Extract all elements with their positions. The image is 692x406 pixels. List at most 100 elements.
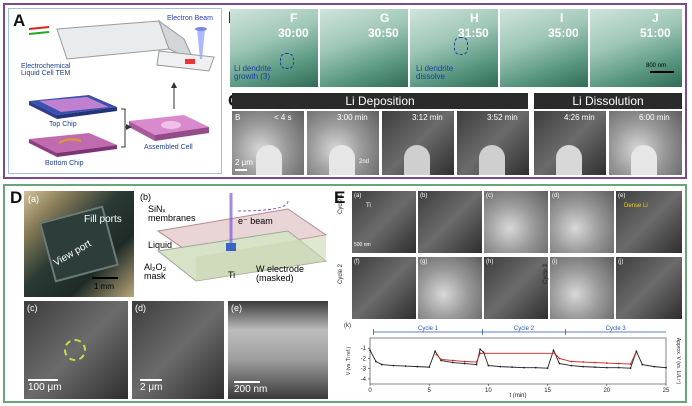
scale-bar-d-c bbox=[28, 379, 58, 381]
frame-e-e-label: (e) bbox=[618, 193, 626, 199]
panel-e-images: (a) Ti 500 nm (b) (c) (d) (e) Dense Li (… bbox=[352, 191, 682, 321]
series-1-point-4 bbox=[404, 365, 407, 368]
label-bottom-chip: Bottom Chip bbox=[45, 160, 84, 167]
bottom-figure-frame bbox=[3, 184, 687, 403]
scale-bar-b bbox=[650, 71, 674, 73]
frame-c1: B < 4 s 2 μm bbox=[232, 111, 304, 175]
frame-c2-time: 3:00 min bbox=[337, 113, 368, 122]
series-2-point-14 bbox=[634, 353, 637, 356]
panel-d-a-label: (a) bbox=[28, 194, 39, 204]
frame-g-time: 30:50 bbox=[368, 26, 399, 40]
frame-f-time: 30:00 bbox=[278, 26, 309, 40]
panel-d-c-sem: (c) 100 μm bbox=[24, 301, 128, 399]
series-1-point-28 bbox=[635, 350, 638, 353]
panel-d-b-label: (b) bbox=[140, 192, 151, 202]
series-1-point-29 bbox=[641, 363, 644, 366]
label-ebeam: e⁻ beam bbox=[238, 216, 273, 226]
cycle-1-side-label: Cycle 1 bbox=[338, 193, 344, 214]
x-axis-label: t (min) bbox=[510, 393, 527, 398]
frame-i: I 35:00 bbox=[500, 9, 588, 87]
panel-d-b-schematic: (b) SiNₓ membranes e⁻ beam Liquid Al₂O₃ … bbox=[138, 191, 328, 297]
cycle-label-2: Cycle 2 bbox=[514, 326, 535, 332]
series-1-point-19 bbox=[546, 367, 549, 370]
y-tick-label--3: -3 bbox=[361, 367, 367, 373]
series-1-point-18 bbox=[534, 366, 537, 369]
series-2-point-13 bbox=[629, 363, 632, 365]
scale-bar-d-d-label: 2 μm bbox=[140, 382, 163, 393]
annot-dendrite-dissolve: Li dendrite dissolve bbox=[416, 64, 454, 82]
series-1-point-5 bbox=[416, 365, 419, 368]
panel-d-label: D bbox=[10, 188, 23, 207]
x-tick-label-5: 5 bbox=[428, 388, 432, 394]
series-1-point-7 bbox=[434, 350, 437, 353]
liquid-cell-schematic bbox=[28, 19, 215, 157]
frame-e-g-label: (g) bbox=[420, 259, 428, 265]
header-li-dissolution: Li Dissolution bbox=[534, 93, 682, 109]
scale-bar-c-label: 2 μm bbox=[235, 158, 253, 167]
frame-e-i: (i) bbox=[550, 257, 614, 319]
frame-e-a-scale: 500 nm bbox=[354, 242, 371, 248]
frame-c6-time: 6:00 min bbox=[639, 113, 670, 122]
series-1-point-31 bbox=[665, 366, 667, 369]
panel-d-a-photo: (a) Fill ports View port 1 mm bbox=[24, 191, 134, 297]
scale-bar-b-label: 800 nm bbox=[646, 63, 667, 69]
series-2-point-4 bbox=[475, 361, 478, 363]
panel-d-d-sem: (d) 2 μm bbox=[132, 301, 224, 399]
y-tick-label--1: -1 bbox=[361, 346, 367, 352]
label-top-chip: Top Chip bbox=[49, 121, 77, 128]
series-1-point-0 bbox=[369, 349, 371, 352]
electron-beam-cone bbox=[197, 29, 205, 59]
panel-a-label: A bbox=[13, 11, 26, 30]
frame-e-c: (c) bbox=[484, 191, 548, 253]
series-1-point-12 bbox=[479, 348, 482, 351]
series-1-point-1 bbox=[375, 360, 377, 363]
label-w-electrode: W electrode (masked) bbox=[256, 264, 305, 284]
panel-c-strip: B < 4 s 2 μm 3:00 min 2nd 3:12 min 3:52 … bbox=[232, 111, 682, 175]
series-1-point-20 bbox=[552, 349, 555, 352]
frame-h: H 31:50 Li dendrite dissolve bbox=[410, 9, 498, 87]
frame-e-g: (g) bbox=[418, 257, 482, 319]
panel-d-e-label: (e) bbox=[231, 303, 242, 313]
cycle-label-1: Cycle 1 bbox=[418, 326, 439, 332]
series-1-point-16 bbox=[511, 366, 513, 369]
frame-i-time: 35:00 bbox=[548, 26, 579, 40]
series-2-point-6 bbox=[553, 352, 556, 355]
frame-e-j: (j) bbox=[616, 257, 682, 319]
series-2-point-1 bbox=[440, 358, 442, 361]
series-1-point-24 bbox=[594, 366, 596, 369]
scale-bar-d-e bbox=[234, 381, 260, 383]
series-2-point-10 bbox=[594, 361, 596, 364]
frame-j-letter: J bbox=[652, 11, 659, 25]
series-1-point-26 bbox=[617, 366, 620, 369]
y-axis-label: V (vs. Ti ref.) bbox=[346, 347, 352, 376]
frame-e-e: (e) Dense Li bbox=[616, 191, 682, 253]
series-1-point-27 bbox=[629, 367, 632, 370]
frame-e-b: (b) bbox=[418, 191, 482, 253]
frame-c1-time: < 4 s bbox=[274, 113, 292, 122]
frame-j-time: 51:00 bbox=[640, 26, 671, 40]
frame-j: J 51:00 800 nm bbox=[590, 9, 682, 87]
series-2-point-9 bbox=[582, 361, 585, 363]
x-tick-label-25: 25 bbox=[663, 388, 670, 394]
series-1-point-30 bbox=[653, 365, 656, 368]
label-assembled-cell: Assembled Cell bbox=[144, 144, 193, 151]
frame-e-a-ti: Ti bbox=[366, 203, 371, 209]
frame-e-i-label: (i) bbox=[552, 259, 558, 265]
series-1-point-21 bbox=[558, 362, 561, 365]
series-1-point-23 bbox=[582, 365, 585, 368]
chart-plot-frame bbox=[369, 337, 667, 385]
frame-e-a-label: (a) bbox=[354, 193, 362, 199]
frame-e-e-overlay: Dense Li bbox=[624, 203, 648, 209]
frame-c4-time: 3:52 min bbox=[487, 113, 518, 122]
cycle-3-side-label: Cycle 3 bbox=[543, 263, 549, 284]
label-liquid: Liquid bbox=[148, 240, 173, 250]
frame-f-letter: F bbox=[290, 11, 298, 25]
frame-g-letter: G bbox=[380, 11, 390, 25]
series-2-point-8 bbox=[570, 360, 573, 363]
scale-bar-d-e-label: 200 nm bbox=[234, 384, 268, 395]
series-2-point-11 bbox=[605, 362, 608, 364]
header-li-deposition: Li Deposition bbox=[232, 93, 528, 109]
frame-c1-b: B bbox=[235, 113, 241, 122]
series-1-point-10 bbox=[463, 362, 466, 365]
panel-b-strip: F 30:00 Li dendrite growth (3) G 30:50 H… bbox=[230, 9, 682, 87]
